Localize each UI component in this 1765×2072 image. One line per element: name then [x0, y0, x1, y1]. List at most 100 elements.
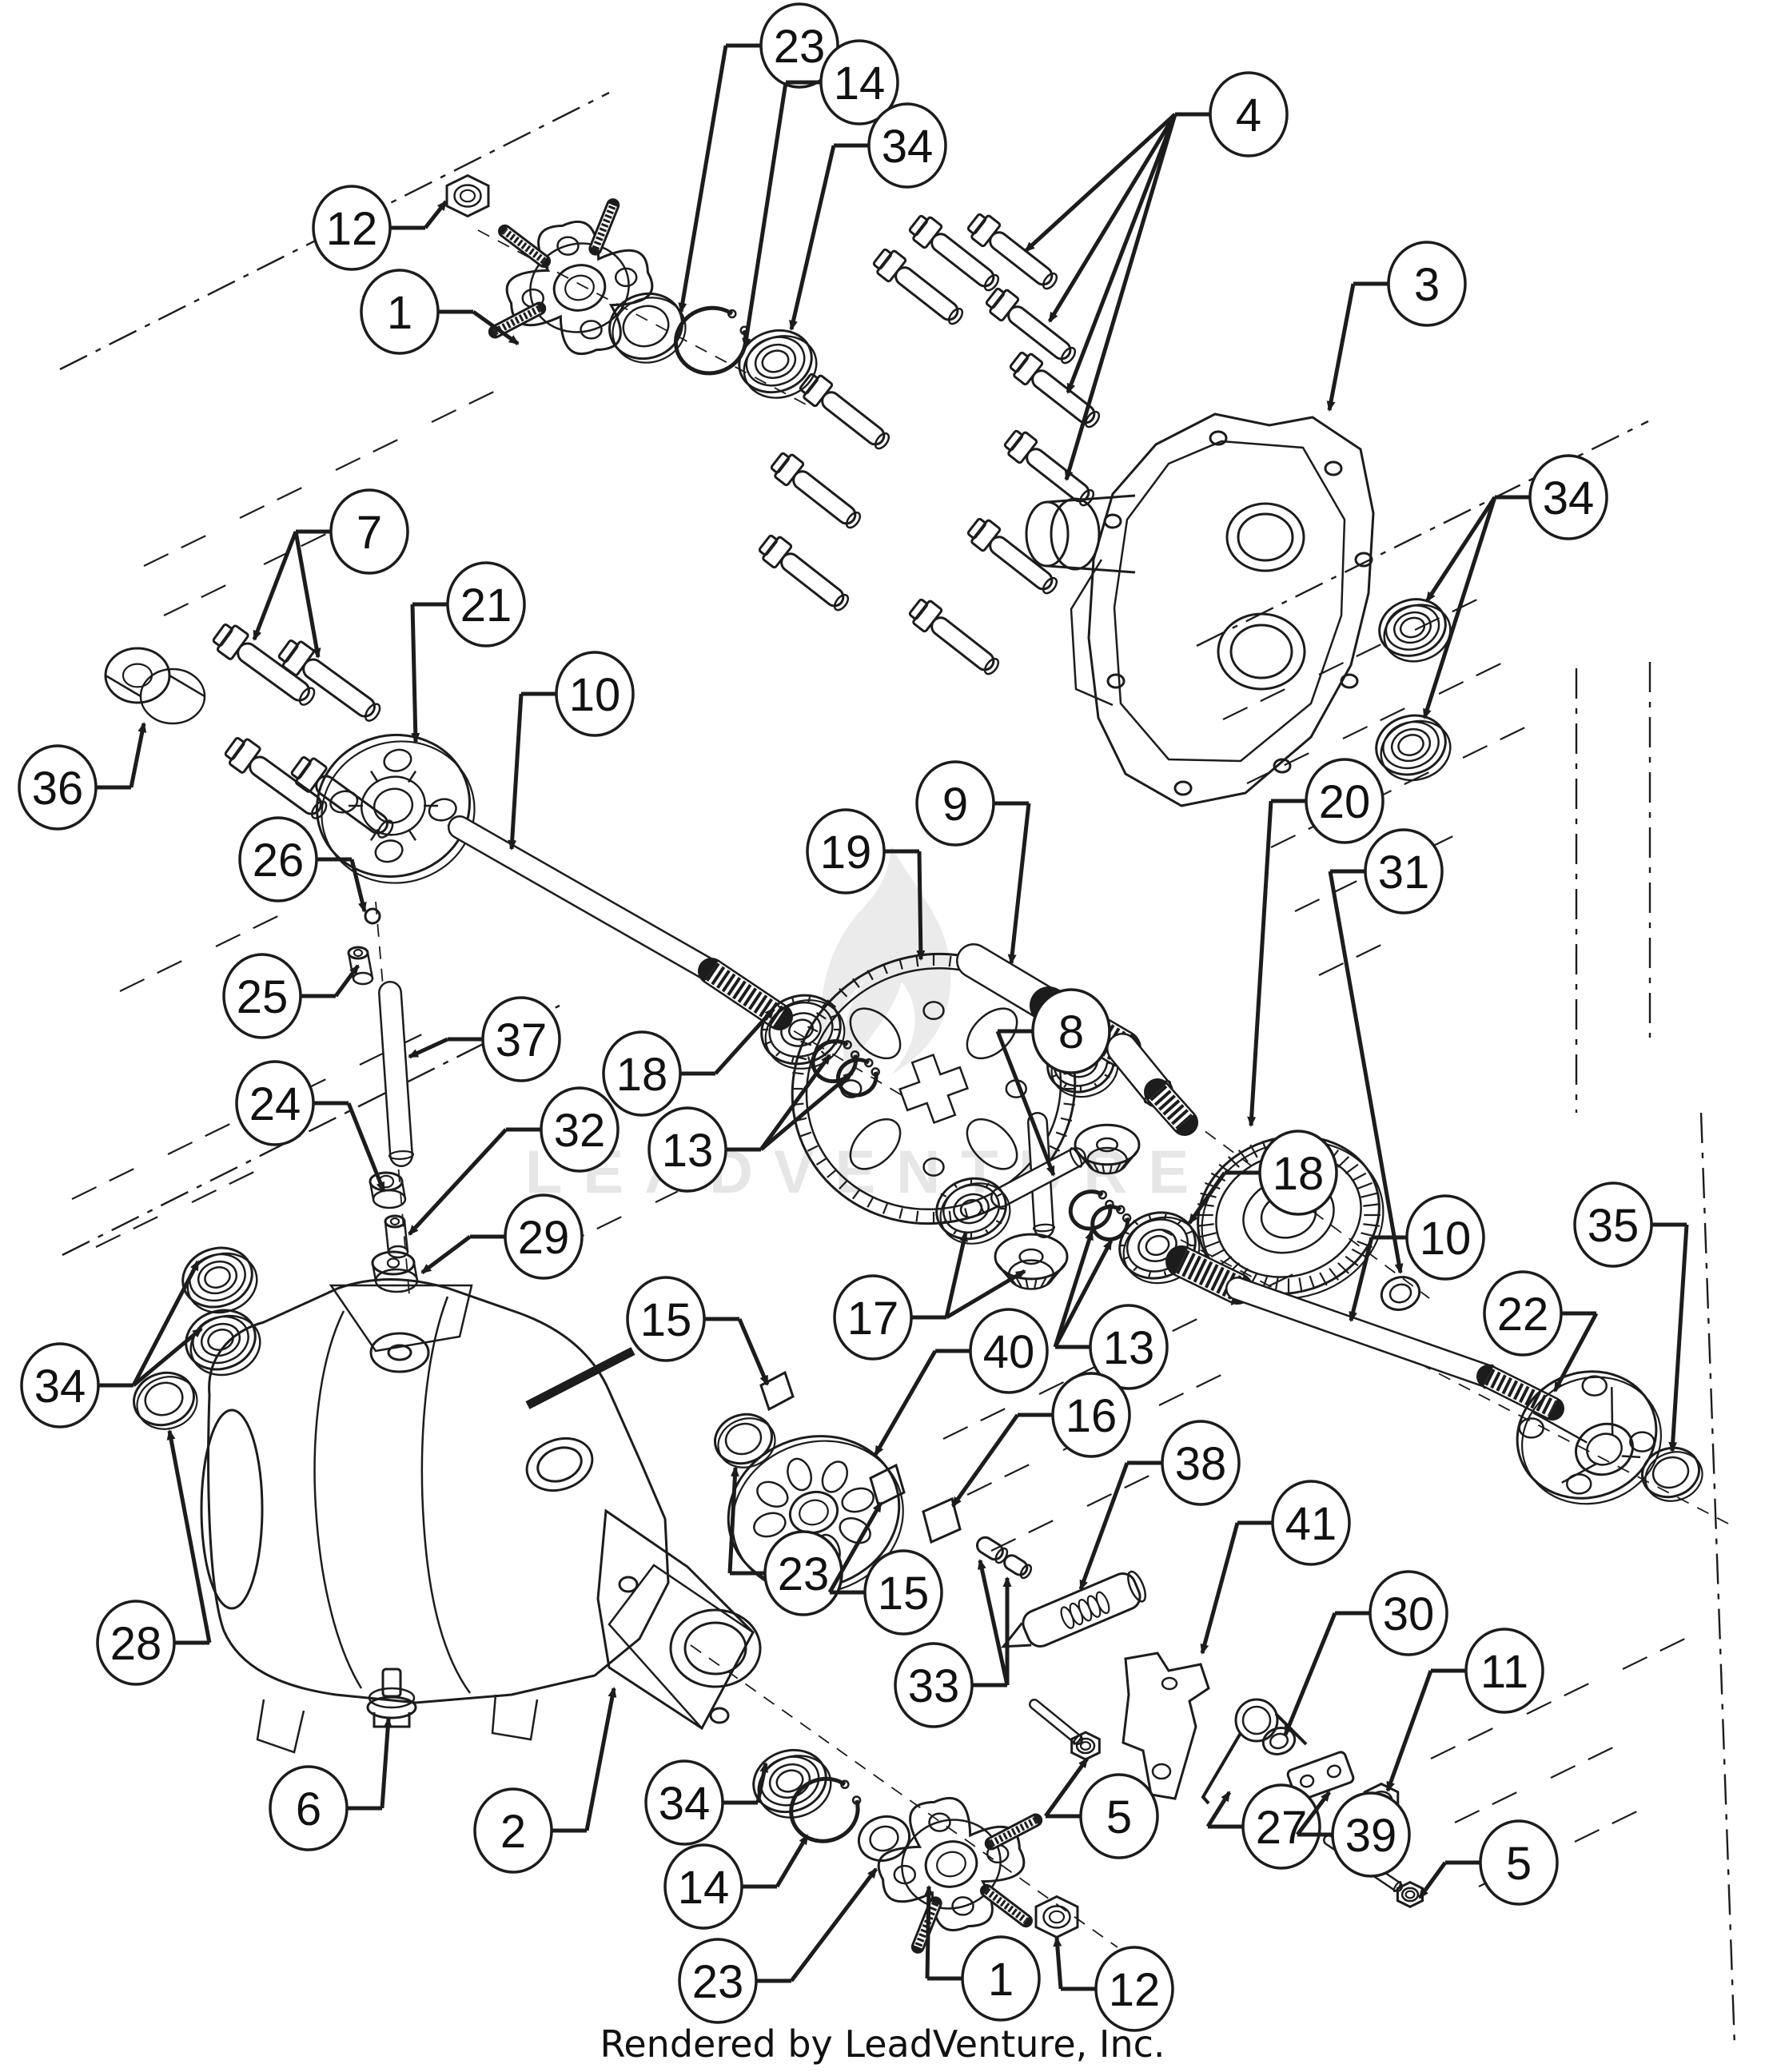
callout-bubble: [1094, 1946, 1174, 2032]
hidden-line: [71, 1163, 145, 1200]
callout-bubble: [1483, 1270, 1563, 1357]
callout-number: 34: [1543, 472, 1595, 524]
footer-credit: Rendered by LeadVenture, Inc.: [600, 2022, 1165, 2066]
cover-bolt-4: [1003, 429, 1095, 507]
callout-34: 34: [644, 1759, 769, 1846]
callout-bubble: [1209, 71, 1289, 157]
leader-arrow: [129, 722, 147, 788]
callout-bubble: [555, 651, 635, 737]
callout-number: 15: [640, 1294, 692, 1346]
leader-arrow: [1205, 1791, 1232, 1828]
bevel-gear-17: [994, 1233, 1069, 1290]
hidden-line: [1318, 939, 1392, 976]
hidden-line: [966, 1459, 1040, 1496]
leader-arrow: [995, 1030, 1056, 1177]
callout-33: 33: [894, 1559, 1012, 1728]
callout-bubble: [759, 2, 839, 89]
hidden-line: [119, 955, 193, 992]
callout-25: 25: [222, 953, 361, 1039]
callout-24: 24: [235, 1060, 386, 1193]
leader-arrow: [1385, 1670, 1433, 1792]
callout-bubble: [1331, 1791, 1411, 1878]
leader-arrow: [1349, 1237, 1374, 1322]
callout-number: 37: [496, 1014, 548, 1066]
callout-bubble: [626, 1276, 706, 1362]
brake-actuator-38: [1000, 1570, 1147, 1648]
callout-bubble: [540, 1086, 620, 1173]
callout-number: 29: [518, 1212, 570, 1264]
leader-arrow: [945, 1269, 1026, 1320]
callout-number: 14: [678, 1862, 730, 1914]
leader-arrow: [1283, 1612, 1337, 1736]
input-shaft-9-thread: [1144, 1078, 1198, 1136]
callout-number: 23: [774, 21, 826, 73]
dash-dot-line: [62, 1004, 560, 1257]
hidden-line: [1438, 658, 1512, 695]
callout-bubble: [1089, 1304, 1169, 1390]
leader-arrow: [408, 1037, 449, 1059]
leader-arrow: [424, 200, 448, 229]
callout-number: 9: [942, 779, 968, 831]
callout-18: 18: [602, 1007, 775, 1117]
callout-13: 13: [647, 1054, 854, 1193]
hidden-line: [1246, 747, 1320, 784]
callout-bubble: [863, 1549, 943, 1636]
callout-bubble: [833, 1274, 913, 1361]
hidden-line: [1430, 1723, 1504, 1759]
hidden-line: [263, 528, 337, 565]
callout-bubble: [504, 1193, 584, 1280]
callout-20: 20: [1247, 758, 1385, 1127]
cover-bolt-4: [758, 534, 850, 612]
leader-arrow: [584, 1687, 617, 1831]
callout-bubble: [915, 760, 995, 847]
axle-flange-21: [316, 733, 476, 884]
hidden-line: [1462, 722, 1536, 759]
callout-number: 23: [778, 1548, 830, 1600]
callout-bubble: [1161, 1420, 1241, 1506]
dowel-pin-33: [1003, 1554, 1033, 1580]
callout-12: 12: [312, 185, 448, 271]
callout-32: 32: [408, 1086, 620, 1236]
hidden-line: [942, 1403, 1016, 1440]
hidden-line: [1526, 1678, 1600, 1715]
leader-arrow: [714, 1007, 775, 1075]
leader-arrow: [916, 851, 926, 961]
callout-36: 36: [18, 722, 147, 831]
leader-arrow: [775, 1834, 810, 1888]
hub-carrier-22: [1516, 1370, 1662, 1505]
leader-arrow: [755, 1762, 769, 1803]
callout-bubble: [446, 561, 526, 648]
leader-arrow: [737, 1318, 770, 1386]
hidden-line: [167, 1118, 241, 1155]
hidden-line: [1454, 1787, 1528, 1823]
callout-number: 33: [908, 1660, 960, 1712]
callout-bubble: [481, 996, 561, 1082]
callout-number: 1: [988, 1954, 1014, 2006]
cover-bolt-4: [799, 373, 890, 450]
dash-dot-line: [59, 91, 610, 371]
bevel-gear-8: [1074, 1123, 1141, 1175]
callout-number: 18: [616, 1049, 668, 1101]
callout-number: 20: [1319, 776, 1371, 828]
detent-spring-25: [347, 946, 374, 986]
hub-bolt-7: [212, 623, 316, 706]
callout-13: 13: [1053, 1229, 1169, 1390]
callout-bubble: [806, 808, 886, 895]
leader-arrow: [408, 1128, 508, 1236]
callout-bubble: [644, 1759, 724, 1846]
callout-34: 34: [789, 102, 947, 331]
callout-39: 39: [1296, 1791, 1411, 1878]
callout-5: 5: [1417, 1819, 1559, 1906]
hidden-line: [990, 1515, 1064, 1552]
hidden-line: [239, 482, 313, 519]
axle-shaft-10-right: [1225, 1277, 1500, 1389]
callout-18: 18: [1187, 1130, 1338, 1225]
leader-arrow: [410, 604, 420, 743]
callout-bubble: [1369, 1570, 1448, 1656]
callout-30: 30: [1283, 1570, 1448, 1736]
callout-number: 10: [569, 669, 621, 721]
leader-arrow: [1078, 1462, 1130, 1591]
dash-dot-line: [1699, 1112, 1736, 2047]
leader-arrow: [950, 1413, 1020, 1508]
